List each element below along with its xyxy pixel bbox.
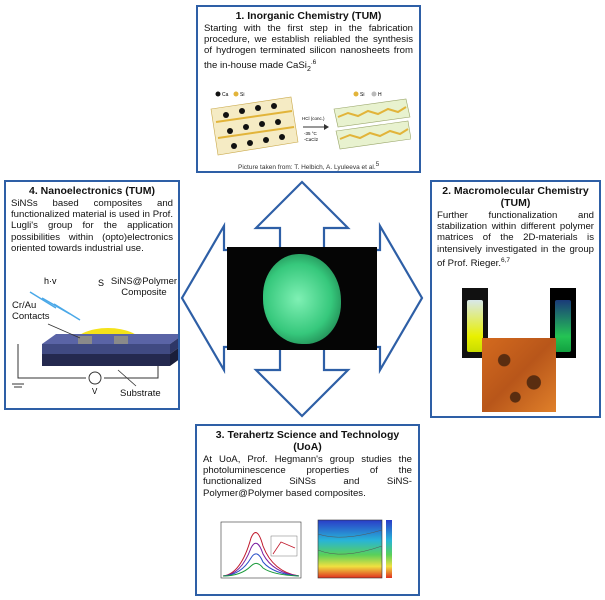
pl-spectra-plot (220, 521, 302, 579)
box-body: At UoA, Prof. Hegmann's group studies th… (203, 454, 412, 499)
crystal-structure-figure: Ca Si Si H HCl (conc.) -35 °C -CaCl2 (210, 91, 411, 156)
svg-text:-CaCl2: -CaCl2 (304, 137, 319, 142)
box-inorganic-chemistry: 1. Inorganic Chemistry (TUM) Starting wi… (196, 5, 421, 173)
svg-text:h·v: h·v (44, 276, 57, 286)
box-macromolecular-chemistry: 2. Macromolecular Chemistry (TUM) Furthe… (430, 180, 601, 418)
box-terahertz-science: 3. Terahertz Science and Technology (UoA… (195, 424, 420, 596)
composite-text-label: SiNS@Polymer Composite (110, 276, 178, 298)
contacts-text-label: Cr/Au Contacts (12, 300, 50, 322)
box-body: SiNSs based composites and functionalize… (11, 198, 173, 254)
svg-text:Ca: Ca (222, 92, 229, 98)
box-nanoelectronics: 4. Nanoelectronics (TUM) SiNSs based com… (4, 180, 180, 410)
box-title: 3. Terahertz Science and Technology (UoA… (215, 429, 400, 453)
box-title: 4. Nanoelectronics (TUM) (28, 185, 156, 197)
box-body: Further functionalization and stabilizat… (437, 210, 594, 269)
svg-text:H: H (378, 92, 382, 98)
glowing-sample-photo (227, 247, 377, 350)
substrate-text-label: Substrate (120, 388, 161, 399)
glow-blob (263, 254, 341, 344)
sinanosheet-lattice (333, 98, 411, 150)
casi2-lattice (210, 96, 299, 156)
svg-text:V: V (92, 387, 98, 396)
svg-text:HCl (conc.): HCl (conc.) (302, 116, 325, 121)
svg-text:S: S (98, 278, 104, 288)
box-title: 1. Inorganic Chemistry (TUM) (235, 10, 382, 22)
afm-texture-image (482, 338, 556, 412)
device-schematic-figure: h·v S V (12, 276, 178, 396)
box-title: 2. Macromolecular Chemistry (TUM) (442, 185, 589, 209)
svg-text:Si: Si (360, 92, 364, 98)
box-body: Starting with the first step in the fabr… (204, 23, 413, 73)
figure-caption: Picture taken from: T. Helbich, A. Lyule… (238, 161, 380, 172)
pl-contour-map (317, 519, 392, 579)
svg-text:-35 °C: -35 °C (304, 131, 318, 136)
svg-text:Si: Si (240, 92, 244, 98)
